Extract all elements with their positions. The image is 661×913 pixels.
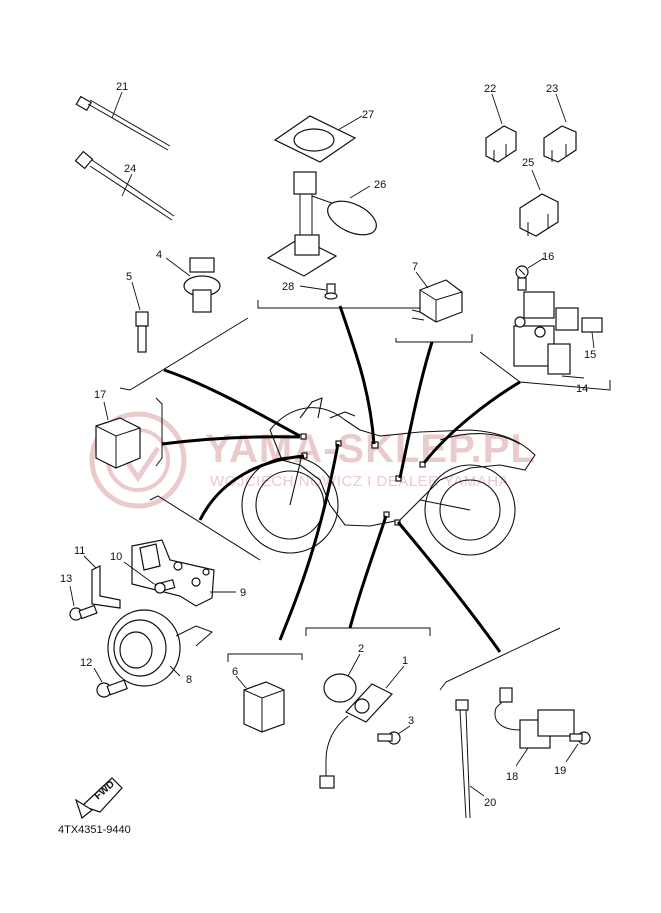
part-number: 16	[542, 251, 554, 263]
part-number: 15	[584, 349, 596, 361]
part-bolt-10	[123, 561, 176, 594]
part-horn-8	[107, 609, 213, 687]
part-number: 1	[402, 655, 408, 667]
part-cable-tie-21	[75, 91, 171, 151]
part-number: 7	[412, 261, 418, 273]
watermark-logo-outer	[89, 411, 187, 509]
part-number: 25	[522, 157, 534, 169]
part-cable-tie-24	[74, 150, 175, 221]
part-thermo-switch-4	[165, 257, 221, 313]
part-number: 23	[546, 83, 558, 95]
part-clamp-22	[485, 93, 517, 163]
part-number: 13	[60, 573, 72, 585]
part-number: 24	[124, 163, 136, 175]
part-clamp-23	[543, 93, 577, 163]
part-number: 19	[554, 765, 566, 777]
part-number: 26	[374, 179, 386, 191]
part-number: 12	[80, 657, 92, 669]
part-number: 17	[94, 389, 106, 401]
part-number: 11	[74, 545, 85, 557]
group-brackets	[119, 300, 611, 691]
part-number: 10	[110, 551, 122, 563]
part-fuel-sender-26	[266, 171, 377, 277]
fwd-arrow: FWD	[74, 777, 123, 820]
watermark: YAMA-SKLEP.PL WOJCIECH NOWICZ I DEALER Y…	[89, 411, 536, 509]
part-number: 3	[408, 715, 414, 727]
part-number: 5	[126, 271, 132, 283]
part-sensor-1	[319, 665, 405, 789]
part-number: 6	[232, 666, 238, 678]
part-gasket-27	[273, 115, 363, 163]
part-number: 14	[576, 383, 588, 395]
part-number: 22	[484, 83, 496, 95]
part-sensor-5	[131, 281, 149, 353]
part-number: 18	[506, 771, 518, 783]
handlebar	[329, 411, 356, 419]
part-bracket-9	[131, 539, 236, 607]
part-bolt-13	[69, 585, 98, 621]
part-number: 8	[186, 674, 192, 686]
watermark-title: YAMA-SKLEP.PL	[205, 427, 536, 471]
part-screw-16	[515, 257, 545, 291]
diagram-code: 4TX4351-9440	[58, 824, 131, 836]
part-number-labels: 1 2 3 4 5 6 7 8 9 10 11 12 13 14 15 16 1…	[60, 81, 596, 809]
connector-point	[300, 433, 307, 440]
part-screw-19	[565, 731, 591, 763]
part-bracket-11	[83, 555, 121, 609]
part-relay-6	[235, 675, 285, 733]
part-number: 2	[358, 643, 364, 655]
part-clamp-25	[519, 169, 559, 237]
part-fuse-15	[581, 317, 603, 349]
part-coil-18	[494, 687, 575, 767]
connector-point	[419, 461, 426, 468]
front-fork	[289, 454, 303, 506]
connector-point	[395, 475, 402, 482]
part-number: 21	[116, 81, 128, 93]
part-number: 28	[282, 281, 294, 293]
part-cable-tie-20	[455, 699, 485, 819]
part-number: 20	[484, 797, 496, 809]
part-screw-3	[377, 725, 411, 745]
part-number: 27	[362, 109, 374, 121]
part-relay-7	[411, 271, 463, 323]
windscreen	[299, 397, 323, 419]
part-number: 9	[240, 587, 246, 599]
fairing	[269, 407, 536, 527]
harness-leads	[161, 305, 521, 653]
watermark-subtitle: WOJCIECH NOWICZ I DEALER YAMAHA	[210, 473, 509, 490]
part-oring-2	[323, 653, 361, 703]
rear-wheel-hub	[439, 479, 501, 541]
swingarm	[419, 499, 471, 511]
rear-wheel	[424, 464, 516, 556]
part-relay-17	[95, 401, 141, 469]
part-screw-28	[299, 283, 338, 300]
part-number: 4	[156, 249, 162, 261]
part-starter-relay-14	[513, 291, 585, 379]
part-bolt-12	[93, 667, 128, 698]
